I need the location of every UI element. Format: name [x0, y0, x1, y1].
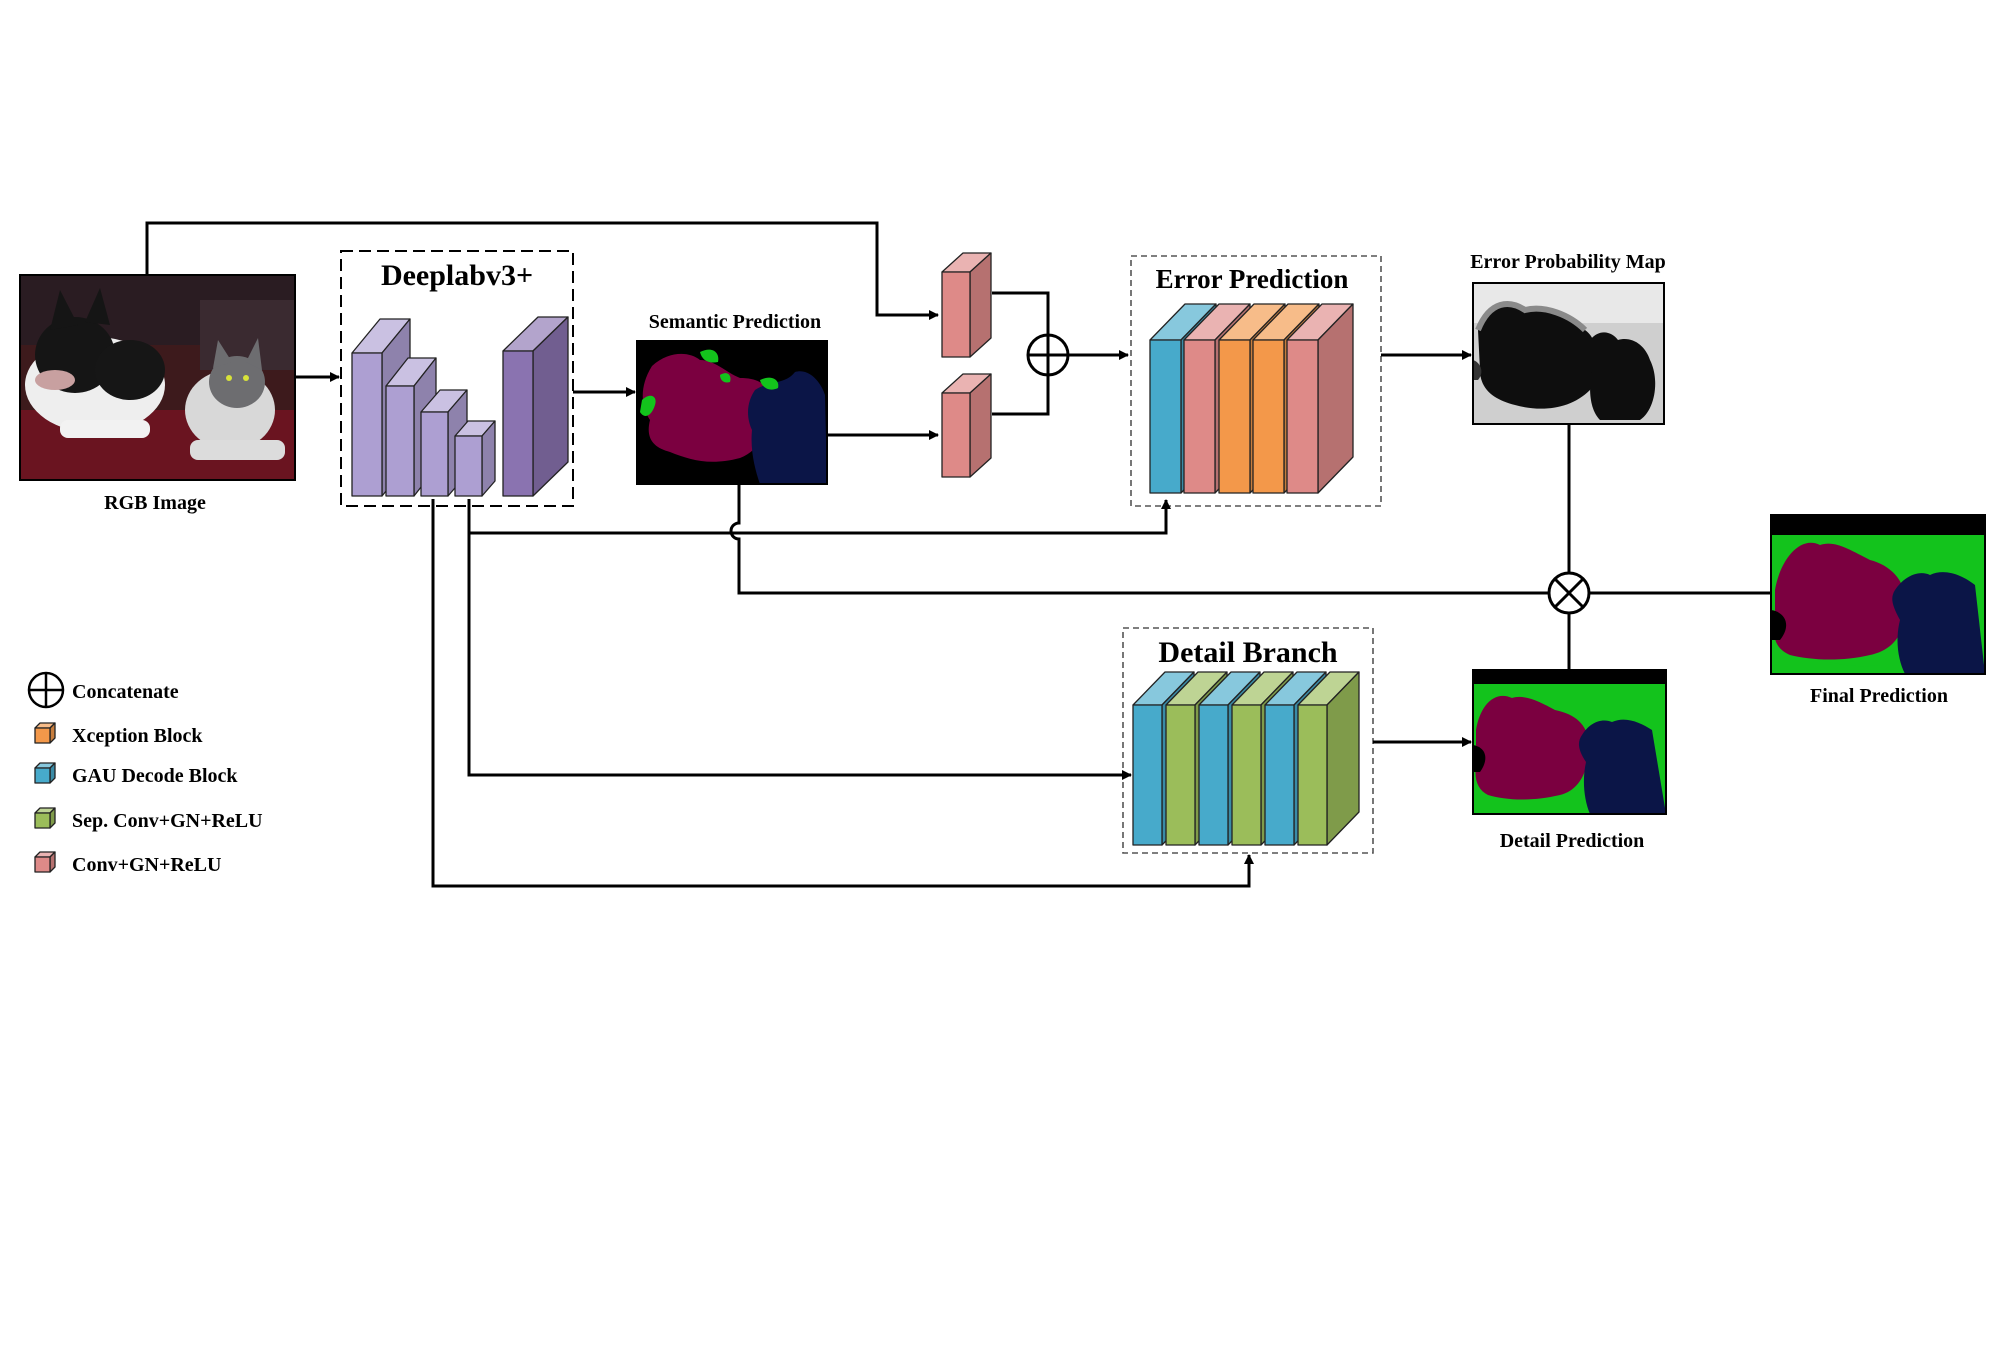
deeplab-block-3 [420, 389, 468, 497]
legend-concat-icon [27, 671, 65, 709]
error-probability-map-image [1472, 282, 1665, 425]
semantic-prediction-image [636, 340, 828, 485]
conv-gn-relu-block-lower [941, 373, 992, 478]
legend-gau-swatch [34, 762, 56, 784]
detail-prediction-label: Detail Prediction [1500, 830, 1645, 852]
concat-circle-plus-icon [1026, 333, 1070, 377]
deeplab-block-decoder [502, 316, 569, 497]
deeplab-module: Deeplabv3+ [340, 250, 574, 507]
detail-branch-module: Detail Branch [1122, 627, 1374, 854]
error-prediction-dashed-frame [1130, 255, 1382, 507]
detail-block-sepconv-3 [1297, 671, 1360, 846]
legend-cube-swatches [34, 722, 56, 873]
legend-gau-decode-block: GAU Decode Block [72, 765, 238, 787]
error-block-conv-2 [1286, 303, 1354, 494]
deeplab-encoder-decoder-blocks [351, 316, 569, 497]
legend-conv-swatch [34, 851, 56, 873]
final-prediction-label: Final Prediction [1810, 685, 1948, 707]
legend-xception-swatch [34, 722, 56, 744]
rgb-image-label: RGB Image [104, 492, 206, 514]
deeplab-dashed-frame [340, 250, 574, 507]
semantic-cat-region [748, 371, 827, 484]
legend: Concatenate Xception Block GAU Decode Bl… [27, 671, 263, 876]
error-prediction-blocks [1149, 303, 1354, 494]
legend-conv-gn-relu: Conv+GN+ReLU [72, 854, 221, 876]
semantic-dog-region [642, 353, 770, 462]
error-probability-map-label: Error Probability Map [1470, 251, 1666, 273]
semantic-prediction-label: Semantic Prediction [649, 311, 821, 333]
detail-branch-blocks [1132, 671, 1360, 846]
legend-xception-block: Xception Block [72, 725, 203, 747]
detail-branch-title: Detail Branch [1158, 636, 1337, 669]
error-prediction-title: Error Prediction [1156, 264, 1349, 294]
rgb-image [19, 274, 296, 481]
legend-concatenate: Concatenate [72, 681, 179, 703]
detail-prediction-image [1472, 669, 1667, 815]
legend-sepconv-swatch [34, 807, 56, 829]
error-prediction-module: Error Prediction [1130, 255, 1382, 507]
final-prediction-image [1770, 514, 1986, 675]
conv-gn-relu-block-upper [941, 252, 992, 358]
deeplab-title: Deeplabv3+ [381, 259, 533, 292]
connector-lines [145, 221, 1771, 888]
deeplab-block-4 [454, 420, 496, 497]
conv-gn-relu-blocks [941, 252, 992, 478]
legend-sep-conv: Sep. Conv+GN+ReLU [72, 810, 263, 832]
multiply-circle-cross-icon [1547, 571, 1591, 615]
